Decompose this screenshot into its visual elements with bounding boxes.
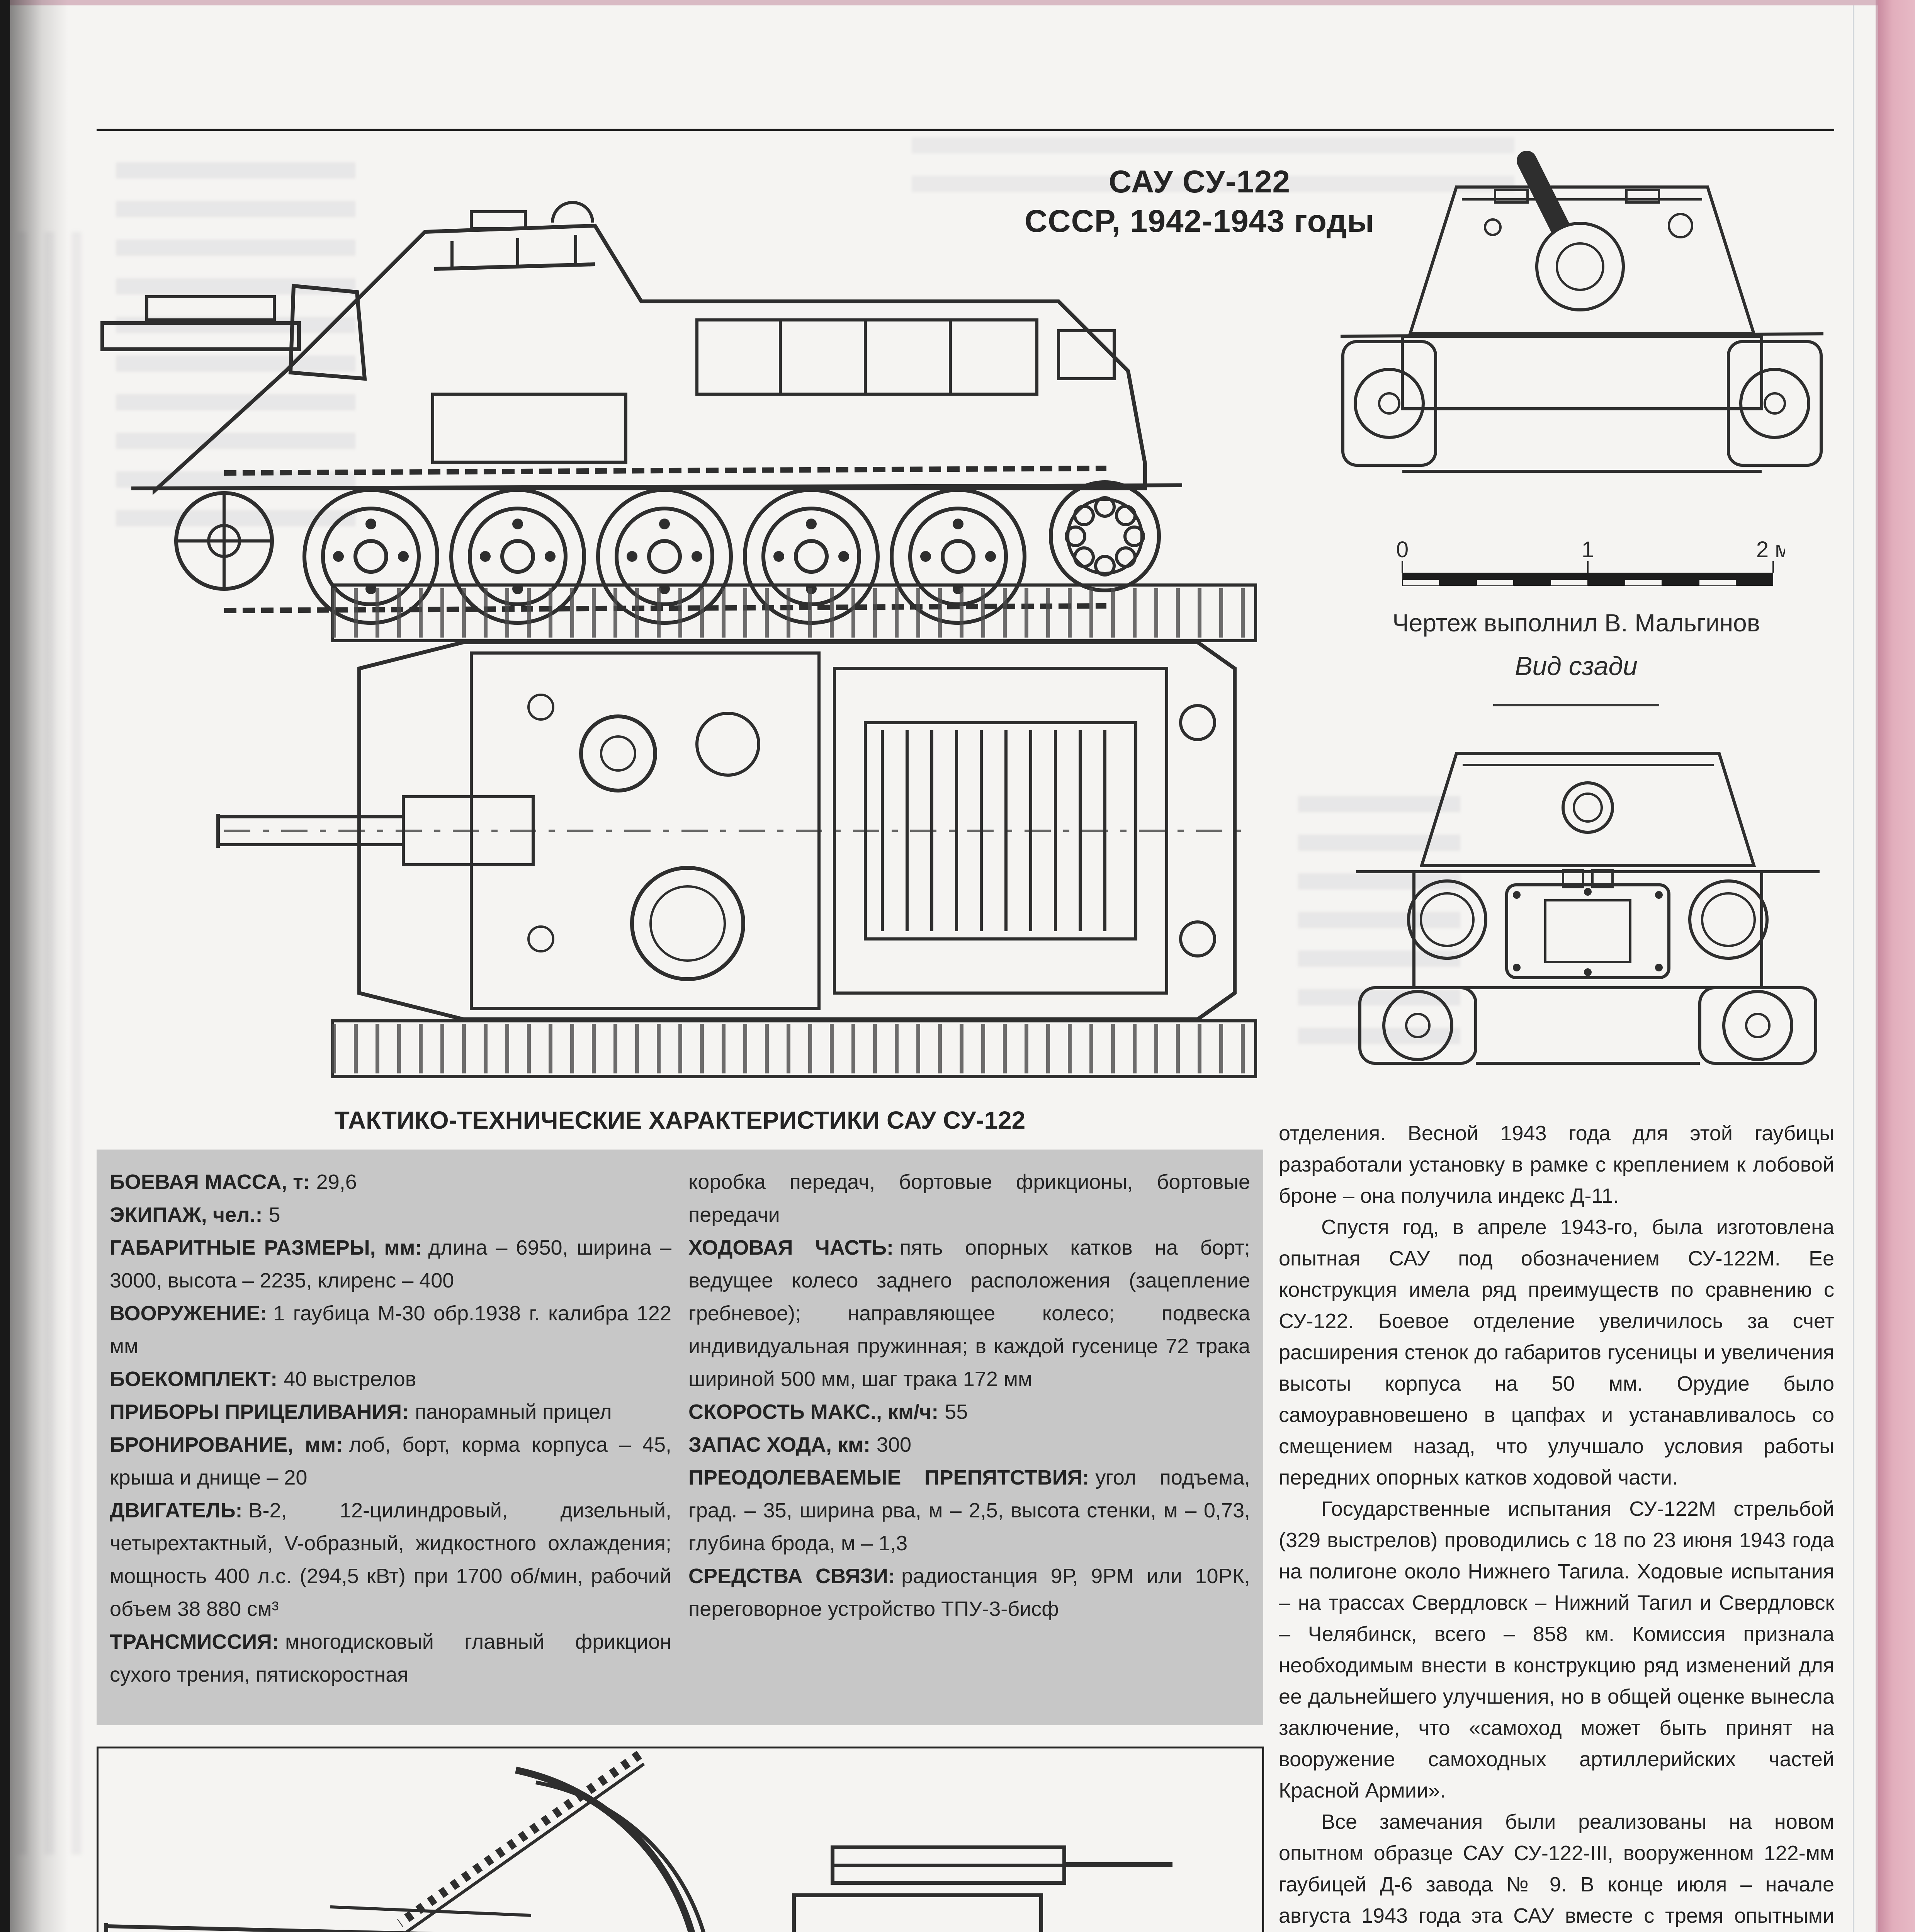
scale-tick-0: 0 xyxy=(1396,537,1409,562)
scale-tick-1: 1 xyxy=(1582,537,1594,562)
spec-label: БОЕКОМПЛЕКТ: xyxy=(110,1367,278,1391)
article-paragraph: Государственные испытания СУ-122М стрель… xyxy=(1279,1497,1834,1802)
spec-item: ВООРУЖЕНИЕ:1 гаубица М-30 обр.1938 г. ка… xyxy=(110,1297,671,1363)
spec-label: ПРЕОДОЛЕВАЕМЫЕ ПРЕПЯТСТВИЯ: xyxy=(688,1466,1089,1489)
spec-value: коробка передач, бортовые фрикционы, бор… xyxy=(688,1170,1250,1226)
spec-value: панорамный прицел xyxy=(415,1400,612,1423)
spec-value: радиостанция 9Р, 9РМ или 10РК, переговор… xyxy=(688,1565,1250,1621)
spec-value: 300 xyxy=(876,1433,912,1456)
binding-edge xyxy=(0,0,10,1932)
spec-column-right: коробка передач, бортовые фрикционы, бор… xyxy=(688,1166,1250,1709)
scan-edge-right-line xyxy=(1876,0,1878,1932)
article-paragraph: отделения. Весной 1943 года для этой гау… xyxy=(1279,1122,1834,1208)
spec-value: многодисковый главный фрикцион сухого тр… xyxy=(110,1630,671,1686)
bleed-through-text xyxy=(1298,796,1460,1066)
rear-view-drawing xyxy=(1341,726,1835,1086)
spec-label: БОЕВАЯ МАССА, т: xyxy=(110,1170,310,1194)
spec-box: БОЕВАЯ МАССА, т:29,6 ЭКИПАЖ, чел.:5 ГАБА… xyxy=(97,1150,1263,1725)
scale-bar: 0 1 2 м xyxy=(1387,537,1785,595)
howitzer-drawing-frame: 122-мм гаубица на тумбе в корпусе САУ СУ… xyxy=(97,1747,1264,1932)
rear-view-underline xyxy=(1493,704,1659,706)
drawing-title-line2: СССР, 1942-1943 годы xyxy=(1025,204,1375,239)
spec-item: СКОРОСТЬ МАКС., км/ч: 55 xyxy=(688,1396,1250,1429)
spec-label: ТРАНСМИССИЯ: xyxy=(110,1630,279,1653)
spec-label: ЗАПАС ХОДА, км: xyxy=(688,1433,870,1456)
spec-section-title: ТАКТИКО-ТЕХНИЧЕСКИЕ ХАРАКТЕРИСТИКИ САУ С… xyxy=(334,1106,1026,1134)
front-view-drawing xyxy=(1329,139,1835,502)
drawing-title: САУ СУ-122 СССР, 1942-1943 годы xyxy=(943,162,1456,241)
spec-label: ПРИБОРЫ ПРИЦЕЛИВАНИЯ: xyxy=(110,1400,409,1423)
spec-item: ДВИГАТЕЛЬ:В-2, 12-цилиндровый, дизельный… xyxy=(110,1494,671,1626)
scale-tick-2: 2 м xyxy=(1756,537,1785,562)
spec-item: ТРАНСМИССИЯ:многодисковый главный фрикци… xyxy=(110,1626,671,1691)
scan-edge-top xyxy=(0,0,1915,5)
drawing-credit: Чертеж выполнил В. Мальгинов xyxy=(1392,609,1760,637)
spec-label: ЭКИПАЖ, чел.: xyxy=(110,1203,263,1226)
spec-value: 1 гаубица М-30 обр.1938 г. калибра 122 м… xyxy=(110,1302,671,1358)
howitzer-drawing xyxy=(104,1751,1172,1932)
spec-value: пять опорных катков на борт; ведущее кол… xyxy=(688,1236,1250,1391)
spec-value: В-2, 12-цилиндровый, дизельный, четырехт… xyxy=(110,1499,671,1621)
spec-item: БОЕКОМПЛЕКТ:40 выстрелов xyxy=(110,1363,671,1396)
spec-label: ХОДОВАЯ ЧАСТЬ: xyxy=(688,1236,894,1259)
spec-label: ВООРУЖЕНИЕ: xyxy=(110,1302,267,1325)
spec-label: СРЕДСТВА СВЯЗИ: xyxy=(688,1565,895,1588)
bleed-through-text xyxy=(912,137,1514,195)
spec-item: ГАБАРИТНЫЕ РАЗМЕРЫ, мм:длина – 6950, шир… xyxy=(110,1231,671,1297)
spec-value: 55 xyxy=(945,1400,968,1423)
spec-value: длина – 6950, ширина – 3000, высота – 22… xyxy=(110,1236,671,1292)
spec-item: БОЕВАЯ МАССА, т:29,6 xyxy=(110,1166,671,1199)
spec-label: ДВИГАТЕЛЬ: xyxy=(110,1499,243,1522)
spec-value: 40 выстрелов xyxy=(284,1367,416,1391)
drawing-title-line1: САУ СУ-122 xyxy=(1108,164,1291,199)
spec-label: ГАБАРИТНЫЕ РАЗМЕРЫ, мм: xyxy=(110,1236,422,1259)
spec-value: 29,6 xyxy=(316,1170,357,1194)
spec-value: 5 xyxy=(268,1203,280,1226)
side-view-drawing xyxy=(100,139,1275,680)
scan-edge-right xyxy=(1878,0,1915,1932)
spec-value: угол подъема, град. – 35, ширина рва, м … xyxy=(688,1466,1250,1555)
spec-item: СРЕДСТВА СВЯЗИ:радиостанция 9Р, 9РМ или … xyxy=(688,1560,1250,1626)
spec-item: ЭКИПАЖ, чел.:5 xyxy=(110,1199,671,1231)
article-column-right: отделения. Весной 1943 года для этой гау… xyxy=(1279,1118,1834,1932)
spec-item: коробка передач, бортовые фрикционы, бор… xyxy=(688,1166,1250,1231)
bleed-through-text xyxy=(116,162,355,541)
spec-item: ПРЕОДОЛЕВАЕМЫЕ ПРЕПЯТСТВИЯ:угол подъема,… xyxy=(688,1461,1250,1560)
article-paragraph: Все замечания были реализованы на новом … xyxy=(1279,1810,1834,1927)
spec-label: СКОРОСТЬ МАКС., км/ч: xyxy=(688,1400,939,1423)
spec-item: ХОДОВАЯ ЧАСТЬ:пять опорных катков на бор… xyxy=(688,1231,1250,1396)
spec-item: ПРИБОРЫ ПРИЦЕЛИВАНИЯ: панорамный прицел xyxy=(110,1396,671,1429)
spec-label: БРОНИРОВАНИЕ, мм: xyxy=(110,1433,343,1456)
binding-shadow xyxy=(10,0,68,1932)
plan-view-drawing xyxy=(216,568,1275,1094)
article-paragraph: Спустя год, в апреле 1943-го, была изгот… xyxy=(1279,1216,1834,1489)
top-rule xyxy=(97,129,1834,131)
page-crease-line xyxy=(1853,0,1854,1932)
spec-item: ЗАПАС ХОДА, км: 300 xyxy=(688,1429,1250,1461)
spec-item: БРОНИРОВАНИЕ, мм:лоб, борт, корма корпус… xyxy=(110,1429,671,1494)
rear-view-label: Вид сзади xyxy=(1515,651,1638,681)
spec-column-left: БОЕВАЯ МАССА, т:29,6 ЭКИПАЖ, чел.:5 ГАБА… xyxy=(110,1166,671,1709)
spec-value: лоб, борт, корма корпуса – 45, крыша и д… xyxy=(110,1433,671,1489)
